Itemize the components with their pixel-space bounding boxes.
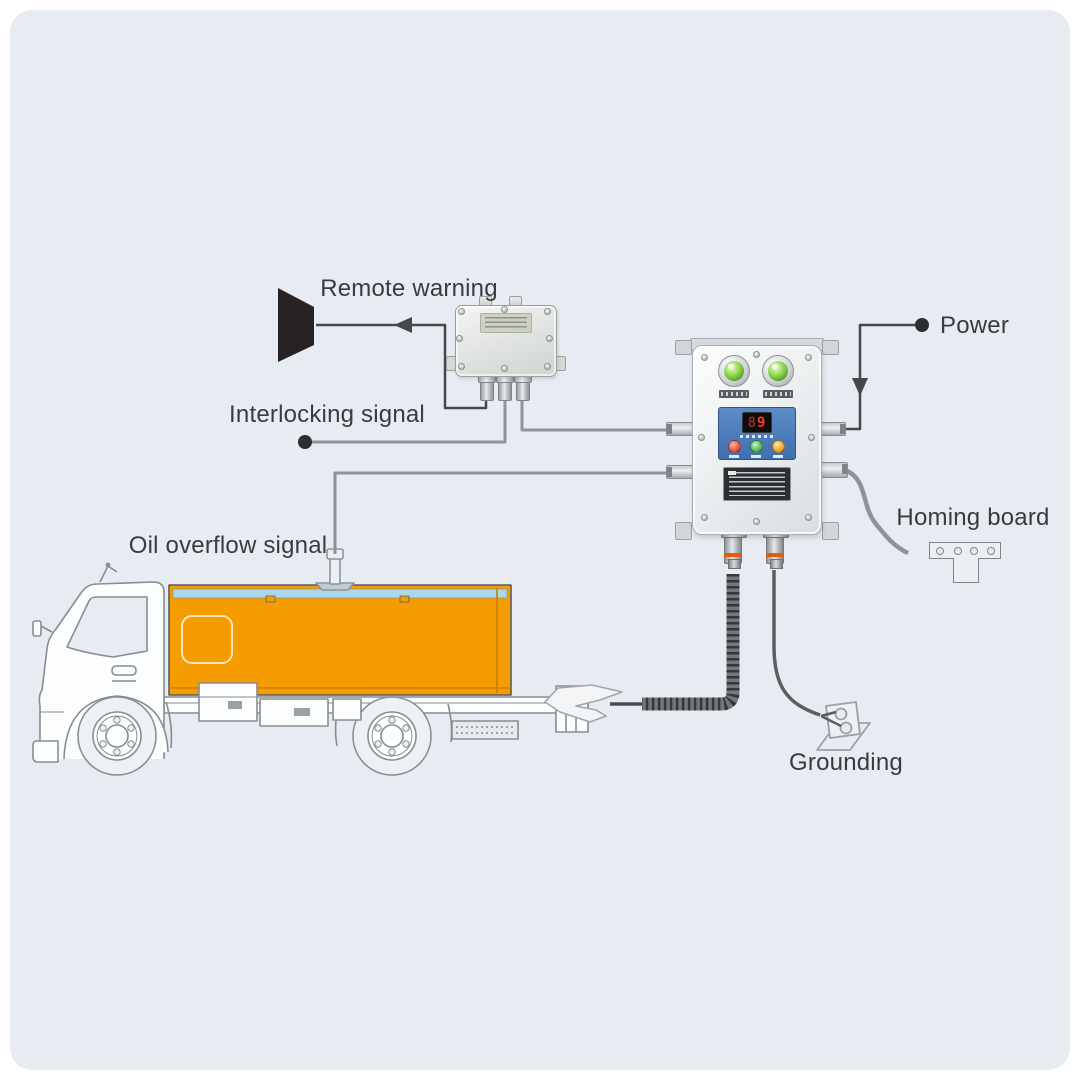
- yellow-button: [772, 440, 785, 453]
- mount-ear: [822, 522, 839, 540]
- oil-overflow-signal-label: Oil overflow signal: [128, 532, 328, 559]
- power-label: Power: [940, 312, 1010, 339]
- diagram-background: [10, 10, 1070, 1070]
- lamp-label-strip: [719, 390, 749, 398]
- toolboxes: [198, 682, 519, 740]
- left-indicator-lamp: [718, 355, 750, 387]
- cable-connector: [478, 373, 496, 401]
- arrow-down-icon: [852, 378, 868, 396]
- red-button: [728, 440, 741, 453]
- nameplate: [723, 467, 791, 501]
- homing-board-label: Homing board: [896, 504, 1050, 531]
- mount-ear: [822, 340, 839, 355]
- grounding-label: Grounding: [789, 749, 903, 776]
- overflow-sensor: [315, 548, 355, 591]
- rear-wheel: [352, 696, 432, 776]
- tank-body: [168, 584, 512, 696]
- grounding-terminal: [816, 701, 871, 751]
- front-wheel: [77, 696, 157, 776]
- interlocking-signal-label: Interlocking signal: [229, 401, 425, 428]
- grounding-clamp: [544, 684, 623, 723]
- cable-connector: [514, 373, 532, 401]
- oil-tanker-truck: [32, 548, 589, 776]
- interlocking-signal-wire: [305, 398, 507, 444]
- lamp-label-strip: [763, 390, 793, 398]
- right-indicator-lamp: [762, 355, 794, 387]
- power-wire: [846, 323, 915, 431]
- arrow-left-icon: [394, 317, 412, 333]
- display-dim-digit: 8: [747, 414, 757, 431]
- right-upper-connector: [818, 422, 846, 436]
- junction-to-controller-wire: [520, 396, 668, 432]
- junction-box-label: [480, 313, 532, 333]
- display-caption: [740, 435, 774, 438]
- green-button: [750, 440, 763, 453]
- display-bright-digit: 9: [757, 414, 767, 431]
- coiled-cable: [610, 574, 740, 711]
- cable-connector: [496, 373, 514, 401]
- homing-board-cable: [843, 467, 909, 556]
- interlocking-signal-node: [298, 435, 312, 449]
- remote-warning-label: Remote warning: [320, 275, 498, 302]
- signal-junction-box: [446, 296, 566, 401]
- oil-overflow-wire: [333, 471, 668, 554]
- alarm-horn-icon: [278, 288, 314, 362]
- mount-ear: [675, 340, 692, 355]
- power-node: [915, 318, 929, 332]
- mount-ear: [675, 522, 692, 540]
- grounding-cable: [772, 570, 821, 717]
